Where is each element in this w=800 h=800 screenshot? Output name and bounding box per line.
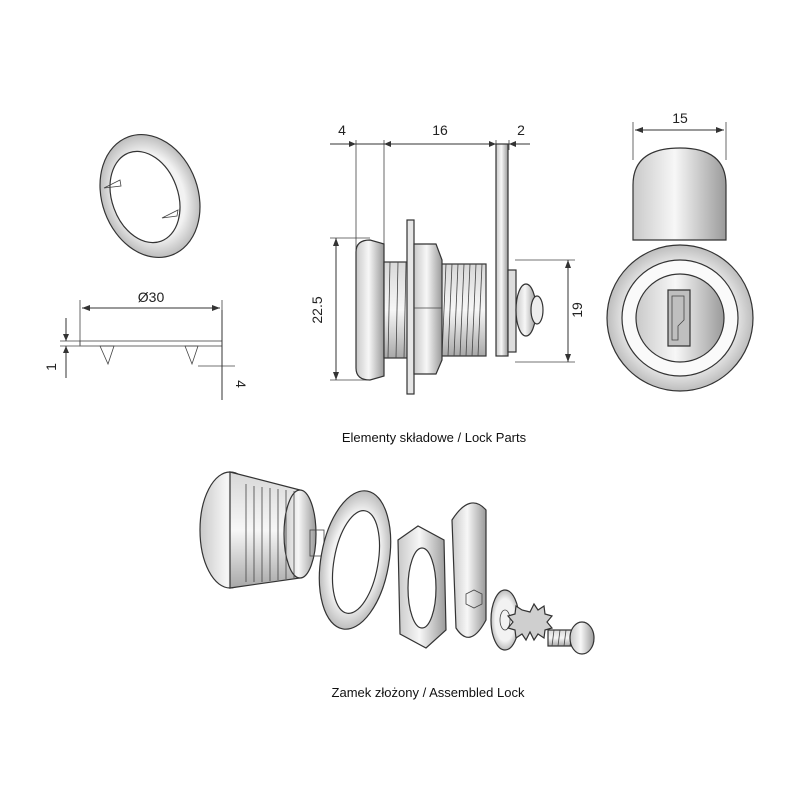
washer-diameter-label: Ø30 (138, 289, 165, 305)
exploded-cam (451, 502, 487, 638)
dim-body-length: 16 (432, 122, 448, 138)
dim-cam-thickness: 2 (517, 122, 525, 138)
washer-side-view (60, 300, 235, 400)
exploded-screw-head (569, 621, 595, 655)
exploded-view (199, 471, 595, 655)
keyway (667, 289, 691, 347)
caption-assembled-lock: Zamek złożony / Assembled Lock (332, 685, 525, 700)
washer-tab-left (103, 179, 122, 189)
dim-cam-width: 15 (672, 110, 688, 126)
hex-nut-side (413, 243, 443, 375)
lock-face-flange (355, 239, 385, 381)
caption-lock-parts: Elementy składowe / Lock Parts (342, 430, 527, 445)
screw-head-side (530, 295, 544, 325)
exploded-star-washer (506, 602, 554, 642)
washer-tab-right (161, 209, 179, 219)
panel-plate (406, 219, 415, 395)
cam-side (495, 143, 509, 357)
washer-tab-label: 4 (233, 380, 249, 388)
washer-thickness-label: 1 (43, 363, 59, 371)
washer-top-view (99, 133, 201, 259)
dim-face-thickness: 4 (338, 122, 346, 138)
dim-face-height: 22.5 (309, 296, 325, 323)
lock-front-view (606, 122, 754, 392)
dim-body-height: 19 (569, 302, 585, 318)
lock-side-view (330, 140, 575, 395)
cam-front (632, 147, 727, 241)
